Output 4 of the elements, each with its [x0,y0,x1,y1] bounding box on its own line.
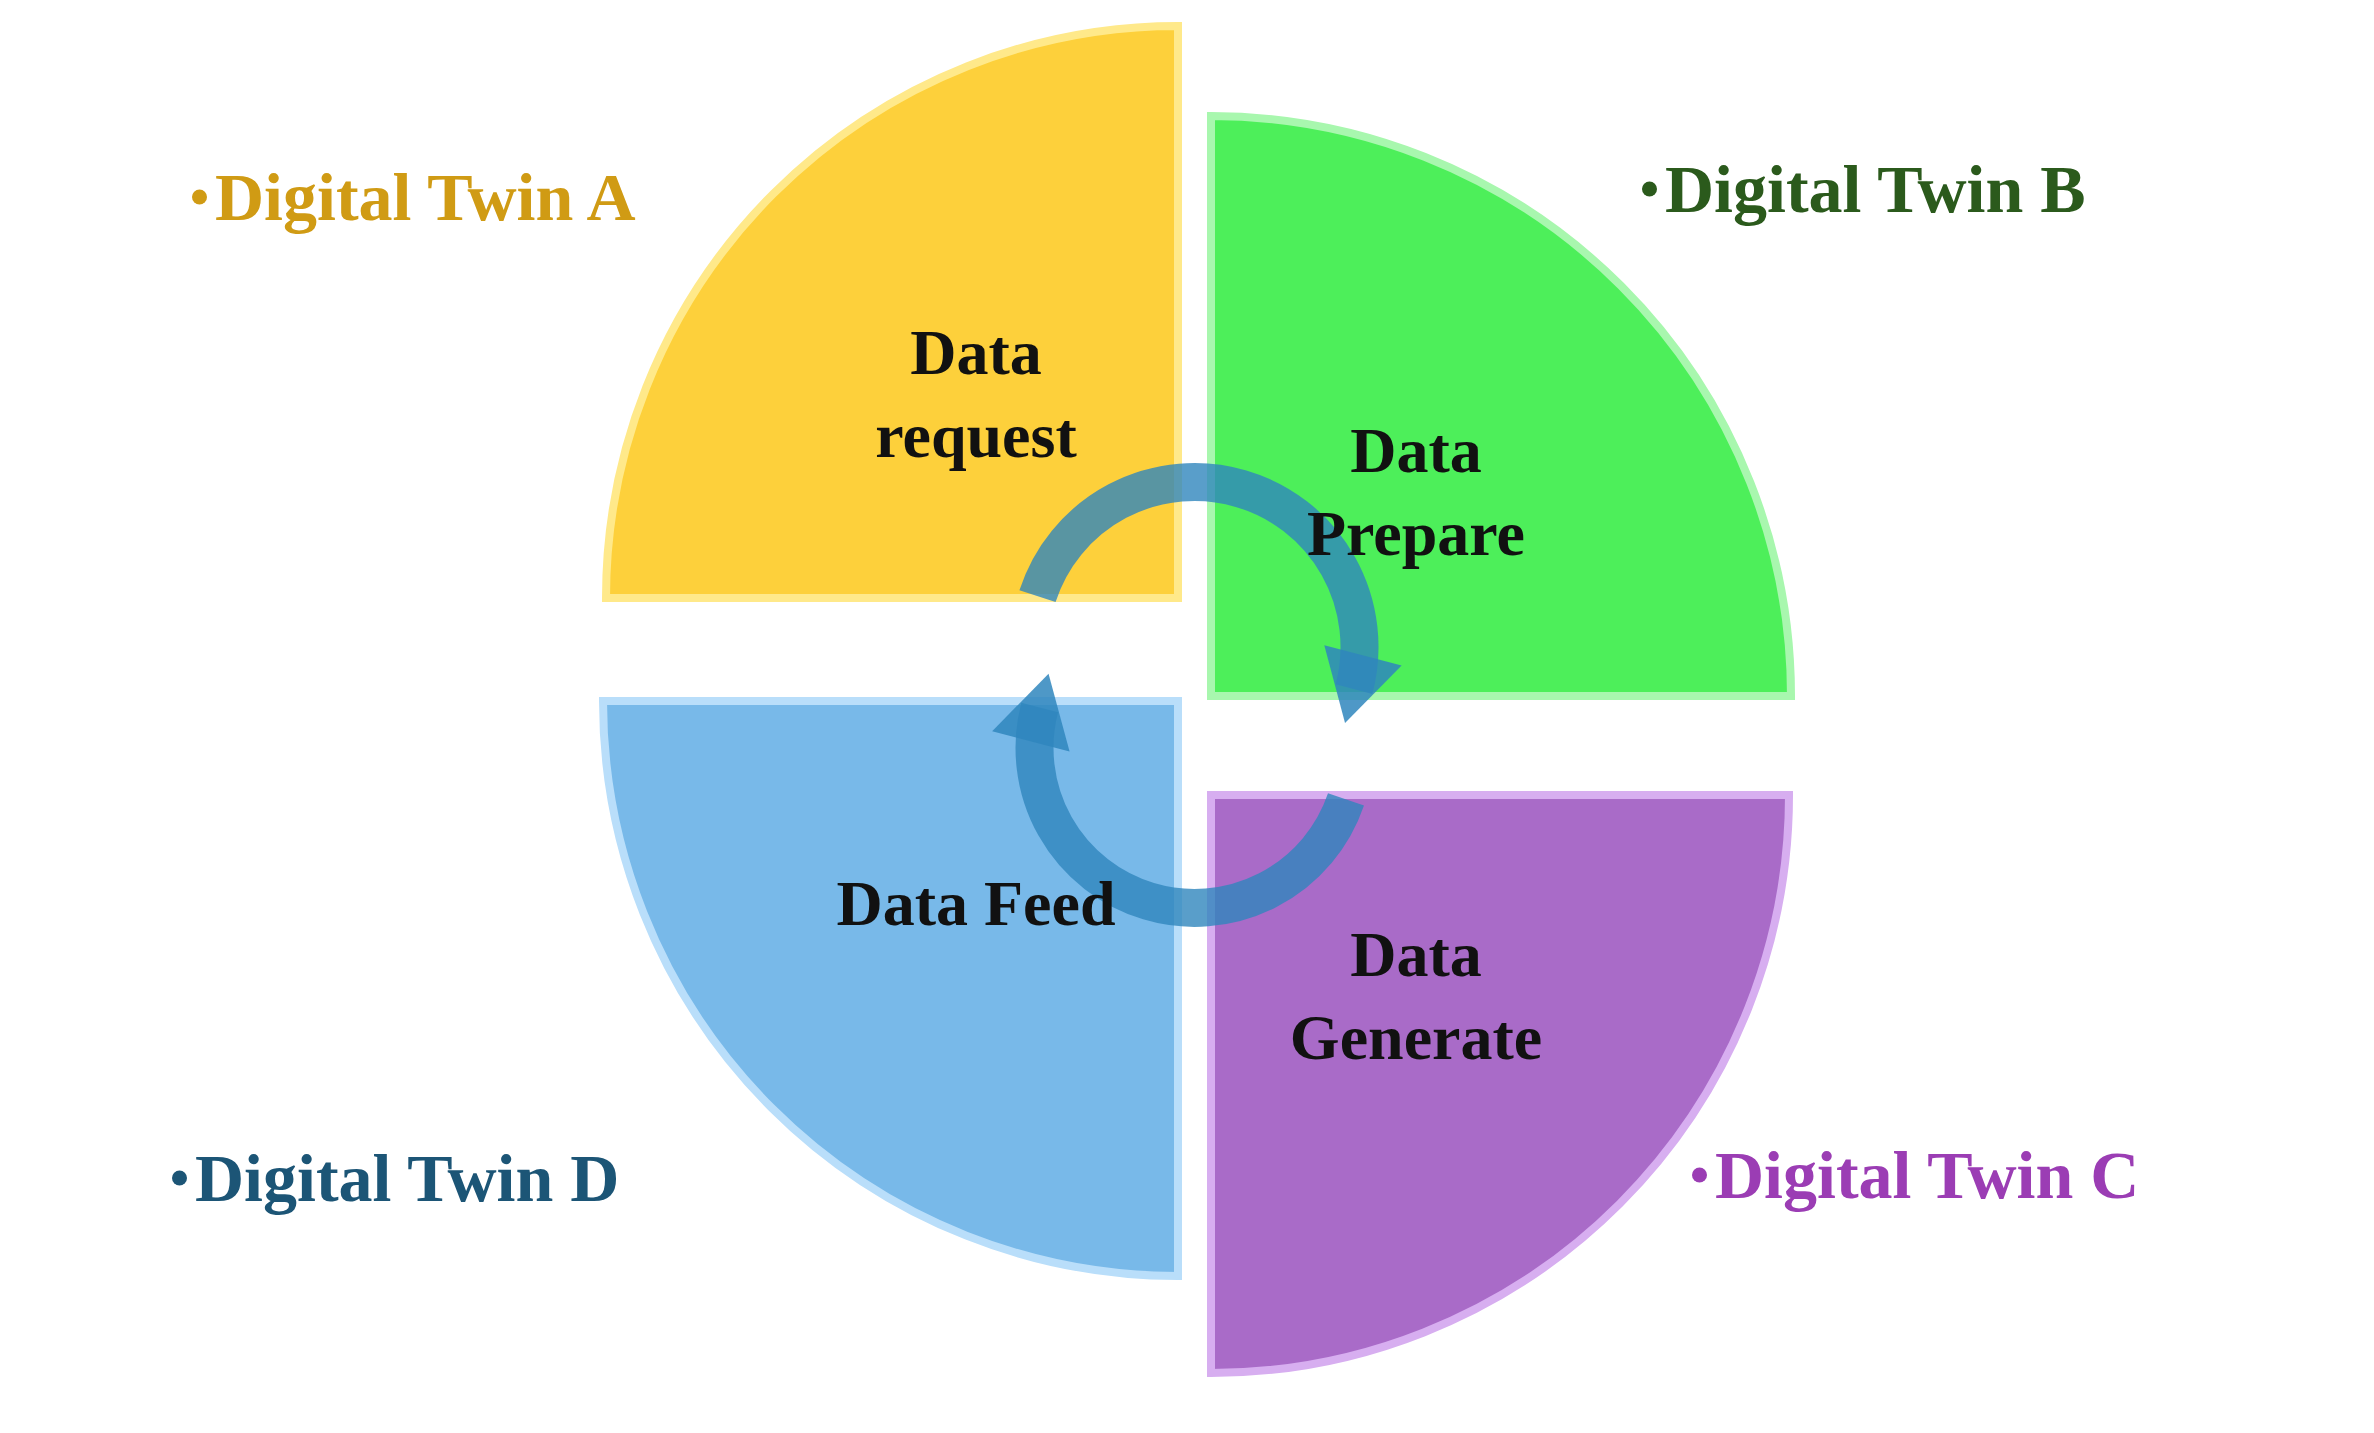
bullet-label: Digital Twin B [1665,149,2086,229]
bullet-label: Digital Twin A [215,157,636,237]
bullet-label: Digital Twin D [195,1138,620,1218]
bullet-label: Digital Twin C [1715,1135,2140,1215]
